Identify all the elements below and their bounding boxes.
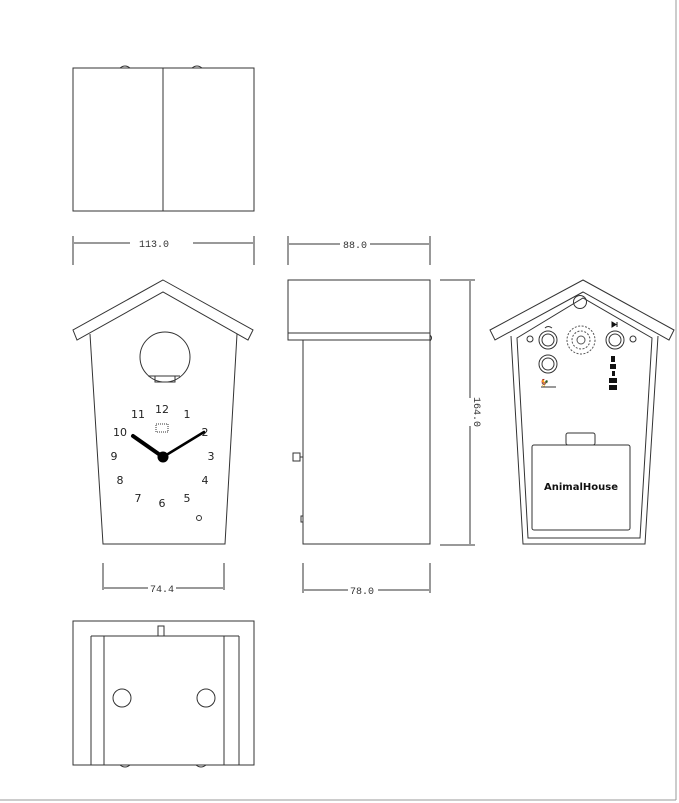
button-icon[interactable] (538, 354, 558, 374)
svg-text:4: 4 (202, 474, 209, 487)
dimension-height: 164.0 (440, 279, 481, 546)
dimension-width: 113.0 (72, 236, 255, 265)
side-view (287, 279, 432, 545)
front-view: 12 1 2 3 4 5 6 7 8 9 10 11 (72, 279, 254, 545)
button-icon[interactable] (538, 330, 558, 350)
svg-text:78.0: 78.0 (350, 587, 374, 598)
animal-icons (609, 356, 617, 390)
dimension-depth-top: 88.0 (287, 236, 431, 265)
svg-text:1: 1 (184, 408, 191, 421)
play-button-icon[interactable] (605, 330, 625, 350)
hour-hand (131, 434, 165, 459)
dimension-base-width: 74.4 (102, 563, 225, 596)
svg-text:11: 11 (131, 408, 145, 421)
dimension-base-depth: 78.0 (302, 563, 431, 598)
svg-text:88.0: 88.0 (343, 241, 367, 252)
speaker-grille-icon (566, 325, 596, 355)
svg-text:6: 6 (159, 497, 166, 510)
svg-text:7: 7 (135, 492, 142, 505)
rooster-icon: 🐓 (540, 378, 549, 388)
svg-text:74.4: 74.4 (150, 585, 174, 596)
svg-text:5: 5 (184, 492, 191, 505)
svg-text:9: 9 (111, 450, 118, 463)
bottom-view (72, 620, 255, 768)
minute-hand (161, 430, 206, 459)
back-view: 🐓 AnimalHouse (489, 279, 675, 545)
svg-text:10: 10 (113, 426, 127, 439)
svg-text:113.0: 113.0 (139, 240, 169, 251)
svg-text:8: 8 (117, 474, 124, 487)
svg-text:12: 12 (155, 403, 169, 416)
svg-text:164.0: 164.0 (470, 397, 481, 427)
svg-text:3: 3 (208, 450, 215, 463)
clock-face: 12 1 2 3 4 5 6 7 8 9 10 11 (111, 403, 215, 521)
svg-text:AnimalHouse: AnimalHouse (544, 482, 618, 493)
top-view (72, 65, 255, 212)
